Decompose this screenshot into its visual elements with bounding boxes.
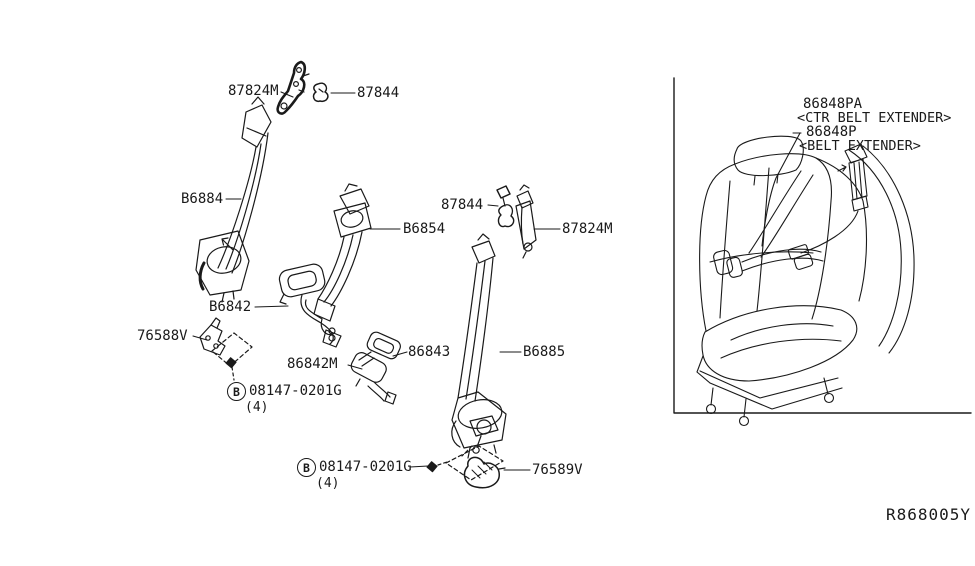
callout-86848pa-desc: <CTR BELT EXTENDER> (797, 110, 952, 126)
part-87824m-upper-drawing (276, 60, 310, 115)
callout-b6854: B6854 (403, 221, 446, 237)
part-b6842-buckle-drawing (278, 263, 342, 348)
part-86842m-86843-buckles-drawing (350, 331, 401, 405)
callout-87844-upper: 87844 (357, 85, 400, 101)
part-76589v-bracket-drawing (426, 445, 506, 489)
callout-b6842: B6842 (209, 299, 252, 315)
fastener-quantity-1: (4) (245, 400, 269, 415)
callout-86843: 86843 (408, 344, 451, 360)
callout-87844-center: 87844 (441, 197, 484, 213)
extender-leader-line (761, 132, 802, 247)
fastener-quantity-2: (4) (316, 476, 340, 491)
part-b6885-belt-assembly-drawing (451, 233, 507, 459)
fastener-part-number-1: 08147-0201G (249, 383, 342, 399)
diagram-ref-code: R868005Y (886, 505, 972, 524)
leader-lines (192, 91, 561, 471)
fastener-part-number-2: 08147-0201G (319, 459, 412, 475)
callout-b6884: B6884 (181, 191, 224, 207)
part-87824m-center-drawing (515, 184, 537, 259)
part-76588v-bracket-drawing (199, 317, 253, 381)
part-b6885-anchor-bolt-drawing (461, 415, 499, 457)
inset-box (673, 77, 972, 414)
callout-86842m: 86842M (287, 356, 338, 372)
seat-illustration (696, 135, 915, 427)
callout-b6885: B6885 (523, 344, 566, 360)
callout-86848pa: 86848PA (803, 96, 863, 112)
callout-86848p-desc: <BELT EXTENDER> (799, 138, 921, 154)
part-b6884-belt-assembly-drawing (195, 96, 272, 303)
part-b6854-belt-assembly-drawing (313, 183, 372, 336)
callout-76588v: 76588V (137, 328, 188, 344)
part-87844-center-drawing (496, 185, 515, 228)
callout-76589v: 76589V (532, 462, 583, 478)
part-87844-upper-drawing (312, 82, 329, 103)
callout-87824m-center: 87824M (562, 221, 613, 237)
callout-87824m-upper: 87824M (228, 83, 279, 99)
fastener-symbol-circle-1: B (227, 382, 246, 401)
fastener-symbol-circle-2: B (297, 458, 316, 477)
callout-86848p: 86848P (806, 124, 857, 140)
